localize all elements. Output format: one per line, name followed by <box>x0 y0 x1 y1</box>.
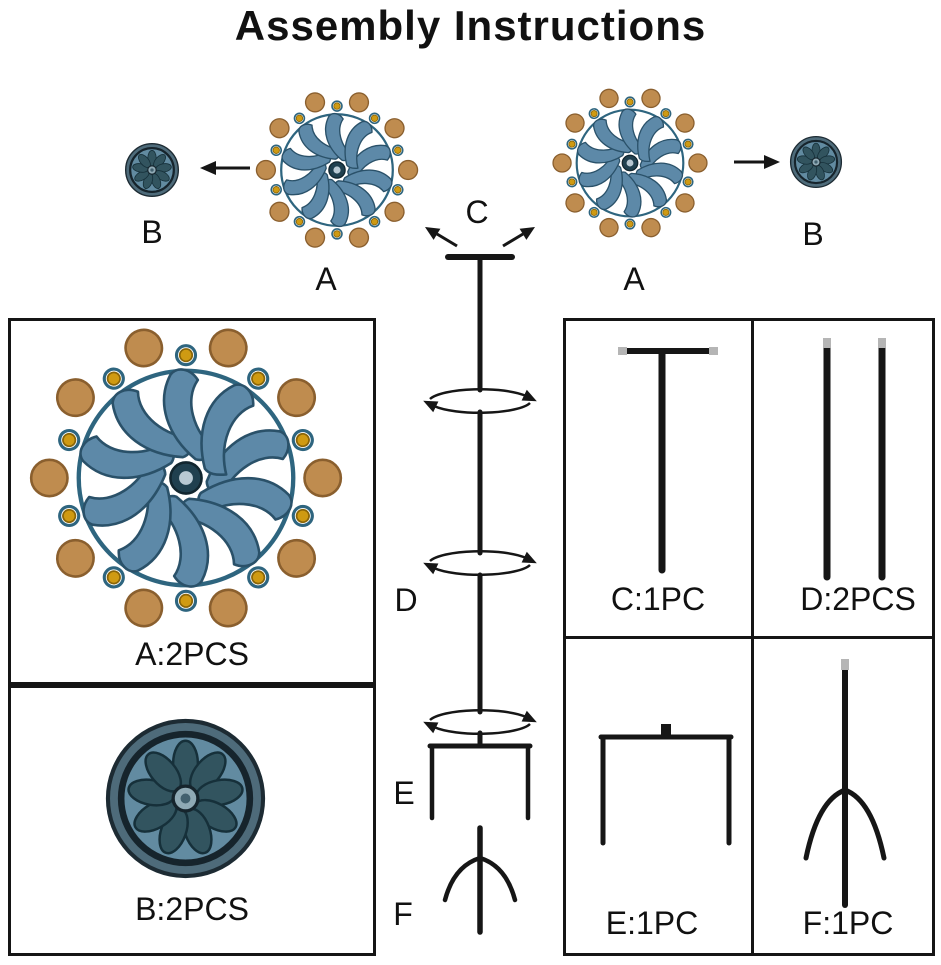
arrow-pole-to-left-spinner <box>436 232 458 248</box>
panel-b-box <box>8 685 376 956</box>
label-spinner-a-left: A <box>315 261 337 297</box>
stake-left-prong <box>442 855 483 903</box>
part-f-tip <box>841 659 849 670</box>
part-e-bracket <box>598 724 734 846</box>
part-e-connector <box>661 724 671 737</box>
part-d-rod-2-tip <box>878 338 886 348</box>
end-cap-b-right <box>789 135 843 189</box>
part-c-left-tip <box>618 347 627 355</box>
label-part-d-qty: D:2PCS <box>800 581 916 617</box>
arrow-to-right-cap-head <box>764 155 780 169</box>
arrow-pole-to-right-spinner-head <box>519 227 535 240</box>
arrow-pole-to-left-spinner-head <box>425 227 441 240</box>
label-part-b-qty: B:2PCS <box>135 891 249 927</box>
panel-a-box <box>8 318 376 685</box>
panel-right-horizontal-divider <box>563 636 935 639</box>
arrow-to-left-cap-head <box>200 161 216 175</box>
end-cap-b-left <box>124 142 180 198</box>
center-pole-assembly <box>427 254 533 935</box>
label-spinner-a-right: A <box>623 261 645 297</box>
part-f-stake <box>803 659 887 908</box>
rotation-arrow-top <box>421 387 539 415</box>
part-c-right-tip <box>709 347 718 355</box>
wind-spinner-a-left <box>255 89 419 251</box>
label-part-c-qty: C:1PC <box>610 581 706 617</box>
wind-spinner-a-right <box>551 85 709 241</box>
arrow-pole-to-right-spinner <box>502 232 524 248</box>
part-d-rod-1-tip <box>823 338 831 348</box>
label-stake-f: F <box>393 896 413 932</box>
stake-right-prong <box>477 855 518 903</box>
label-pole-d: D <box>394 582 418 618</box>
assembly-direction-arrows <box>200 155 780 248</box>
label-cap-b-left: B <box>141 214 163 250</box>
label-pole-c: C <box>465 194 489 230</box>
label-cap-b-right: B <box>802 216 824 252</box>
label-part-a-qty: A:2PCS <box>135 636 249 672</box>
label-bracket-e: E <box>393 775 415 811</box>
part-f-left-prong <box>803 787 848 861</box>
page-title: Assembly Instructions <box>234 2 707 49</box>
part-c-t-pole <box>618 347 718 574</box>
label-part-f-qty: F:1PC <box>802 905 894 941</box>
part-d-rods <box>823 338 886 581</box>
label-part-e-qty: E:1PC <box>605 905 699 941</box>
part-f-right-prong <box>842 787 887 861</box>
